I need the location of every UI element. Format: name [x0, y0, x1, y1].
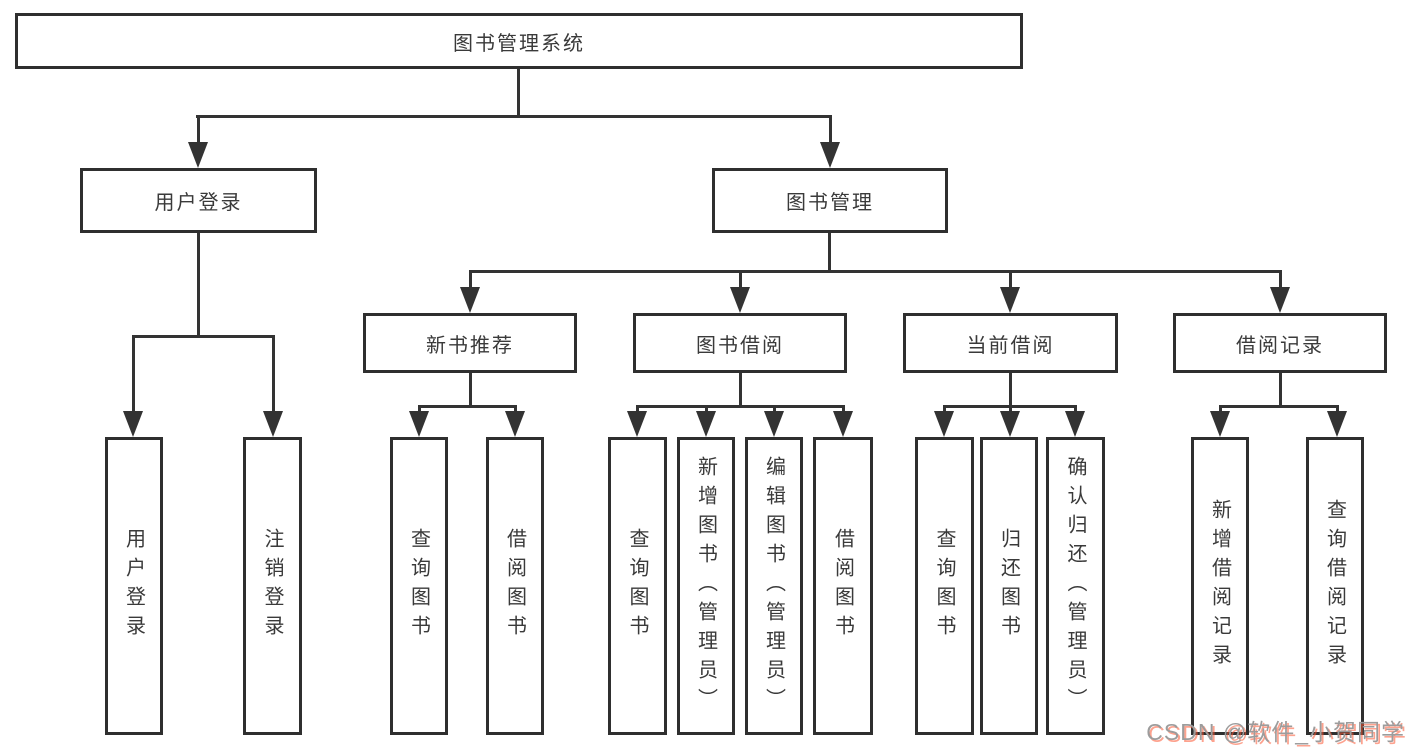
connector-line	[418, 405, 517, 408]
leaf-borrow-books: 借阅图书	[813, 437, 873, 735]
node-user-login-label: 用户登录	[154, 192, 243, 214]
arrowhead-icon	[1327, 411, 1347, 437]
connector-line	[1009, 405, 1012, 414]
arrowhead-icon	[1065, 411, 1085, 437]
arrowhead-icon	[1270, 287, 1290, 313]
node-book-management: 图书管理	[712, 168, 948, 233]
leaf-add-books-admin-label: 新增图书（管理员）	[694, 455, 717, 717]
leaf-confirm-return-admin: 确认归还（管理员）	[1046, 437, 1105, 735]
connector-line	[514, 405, 517, 414]
leaf-add-borrow-record-label: 新增借阅记录	[1208, 499, 1231, 673]
leaf-return-books-label: 归还图书	[997, 528, 1020, 644]
connector-line	[636, 405, 639, 414]
node-book-management-label: 图书管理	[786, 192, 874, 214]
connector-line	[418, 405, 421, 414]
leaf-logout-label: 注销登录	[261, 528, 283, 644]
node-book-borrowing-label: 图书借阅	[696, 334, 784, 357]
connector-line	[197, 115, 200, 145]
leaf-query-books-borrowing: 查询图书	[608, 437, 667, 735]
leaf-user-login-label: 用户登录	[122, 528, 145, 644]
leaf-add-borrow-record: 新增借阅记录	[1191, 437, 1249, 735]
connector-line	[739, 373, 742, 407]
arrowhead-icon	[696, 411, 716, 437]
connector-line	[1219, 405, 1222, 414]
arrowhead-icon	[188, 142, 208, 168]
connector-line	[1279, 373, 1282, 407]
arrowhead-icon	[627, 411, 647, 437]
connector-line	[469, 270, 472, 290]
node-root: 图书管理系统	[15, 13, 1023, 69]
arrowhead-icon	[1000, 411, 1020, 437]
connector-line	[842, 405, 845, 414]
connector-line	[1009, 270, 1012, 290]
connector-line	[1279, 270, 1282, 290]
connector-line	[517, 69, 520, 118]
connector-line	[829, 115, 832, 145]
arrowhead-icon	[934, 411, 954, 437]
arrowhead-icon	[730, 287, 750, 313]
node-new-book-recommend-label: 新书推荐	[426, 334, 514, 357]
arrowhead-icon	[764, 411, 784, 437]
arrowhead-icon	[123, 411, 143, 437]
leaf-add-books-admin: 新增图书（管理员）	[677, 437, 735, 735]
csdn-watermark: CSDN @软件_小贺同学	[1146, 719, 1405, 745]
connector-line	[636, 405, 845, 408]
connector-line	[705, 405, 708, 414]
connector-line	[739, 270, 742, 290]
connector-line	[1074, 405, 1077, 414]
connector-line	[828, 233, 831, 273]
connector-line	[1219, 405, 1339, 408]
connector-line	[132, 335, 275, 338]
connector-line	[469, 373, 472, 407]
leaf-query-books-recommend: 查询图书	[390, 437, 448, 735]
node-book-borrowing: 图书借阅	[633, 313, 847, 373]
leaf-borrow-books-label: 借阅图书	[831, 528, 854, 644]
arrowhead-icon	[833, 411, 853, 437]
arrowhead-icon	[1000, 287, 1020, 313]
connector-line	[272, 335, 275, 413]
connector-line	[773, 405, 776, 414]
leaf-borrow-books-recommend: 借阅图书	[486, 437, 544, 735]
leaf-user-login: 用户登录	[105, 437, 163, 735]
leaf-edit-books-admin: 编辑图书（管理员）	[745, 437, 803, 735]
arrowhead-icon	[460, 287, 480, 313]
node-user-login: 用户登录	[80, 168, 317, 233]
connector-line	[1009, 373, 1012, 407]
leaf-query-books-current: 查询图书	[915, 437, 974, 735]
arrowhead-icon	[505, 411, 525, 437]
connector-line	[943, 405, 946, 414]
connector-line	[197, 233, 200, 337]
leaf-query-borrow-record-label: 查询借阅记录	[1323, 499, 1346, 673]
node-borrowing-records-label: 借阅记录	[1236, 334, 1324, 357]
node-borrowing-records: 借阅记录	[1173, 313, 1387, 373]
connector-line	[1336, 405, 1339, 414]
arrowhead-icon	[409, 411, 429, 437]
leaf-borrow-books-recommend-label: 借阅图书	[503, 528, 526, 644]
node-new-book-recommend: 新书推荐	[363, 313, 577, 373]
node-root-label: 图书管理系统	[453, 32, 585, 55]
leaf-logout: 注销登录	[243, 437, 302, 735]
leaf-query-books-recommend-label: 查询图书	[407, 528, 430, 644]
arrowhead-icon	[820, 142, 840, 168]
arrowhead-icon	[1210, 411, 1230, 437]
node-current-borrowing-label: 当前借阅	[966, 334, 1055, 357]
leaf-edit-books-admin-label: 编辑图书（管理员）	[762, 455, 785, 717]
leaf-confirm-return-admin-label: 确认归还（管理员）	[1064, 455, 1086, 717]
leaf-return-books: 归还图书	[980, 437, 1038, 735]
arrowhead-icon	[263, 411, 283, 437]
leaf-query-books-current-label: 查询图书	[933, 528, 955, 644]
connector-line	[469, 270, 1282, 273]
node-current-borrowing: 当前借阅	[903, 313, 1118, 373]
leaf-query-borrow-record: 查询借阅记录	[1306, 437, 1364, 735]
connector-line	[196, 115, 832, 118]
connector-line	[132, 335, 135, 413]
leaf-query-books-borrowing-label: 查询图书	[626, 528, 648, 644]
